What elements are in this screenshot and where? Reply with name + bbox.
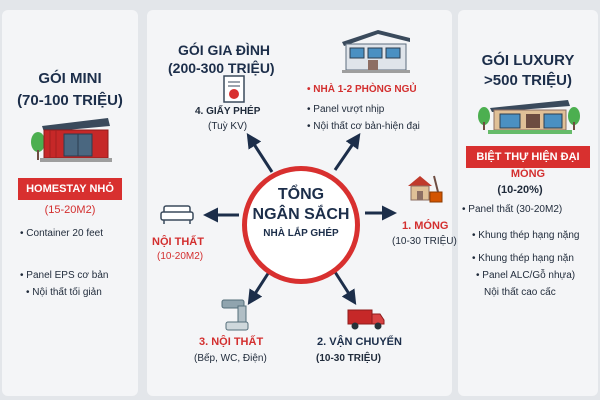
mini-item: • Container 20 feet	[20, 228, 103, 239]
foundation-tools-icon	[408, 175, 443, 203]
permit-sub: (Tuỳ KV)	[208, 121, 248, 132]
mini-package-panel	[2, 10, 138, 396]
truck-icon	[347, 309, 385, 330]
mini-item: • Nội thất tối giản	[26, 287, 102, 298]
luxury-item: Nội thất cao cấc	[484, 287, 556, 298]
luxury-item: • Panel ALC/Gỗ nhựa)	[476, 270, 576, 281]
mini-title: GÓI MINI	[38, 70, 102, 87]
arrow-house	[333, 133, 361, 171]
luxury-title: GÓI LUXURY	[481, 52, 575, 69]
mini-range: (70-100 TRIỆU)	[17, 92, 123, 109]
sofa-icon	[160, 205, 194, 224]
transport-sub: (10-30 TRIỆU)	[316, 353, 382, 364]
permit-document-icon	[223, 75, 245, 103]
luxury-item: • Khung thép hạng nặn	[472, 253, 574, 264]
foundation-label: 1. MÓNG	[402, 220, 449, 232]
arrow-permit	[246, 132, 274, 173]
villa-tag: BIỆT THỰ HIỆN ĐẠI	[466, 146, 590, 168]
villa-foundation: MÓNG	[510, 168, 546, 180]
luxury-package-panel	[458, 10, 598, 396]
family-house-icon	[342, 30, 410, 73]
family-range: (200-300 TRIỆU)	[168, 60, 275, 76]
luxury-item: • Panel thất (30-20M2)	[462, 204, 563, 215]
container-house-icon	[31, 118, 112, 162]
arrow-interior	[247, 271, 271, 306]
connector-arrows	[203, 132, 397, 306]
transport-label: 2. VẬN CHUYỂN	[317, 336, 402, 348]
luxury-range: >500 TRIỆU)	[484, 72, 572, 89]
foundation-sub: (10-30 TRIỆU)	[392, 236, 457, 247]
homestay-size: (15-20M2)	[44, 204, 96, 216]
homestay-tag: HOMESTAY NHỎ	[18, 178, 122, 200]
villa-foundation-share: (10-20%)	[497, 184, 543, 196]
luxury-item: • Khung thép hạng nặng	[472, 230, 580, 241]
family-house-item: • Nội thất cơ bản-hiện đại	[307, 121, 420, 132]
family-house-item: • Panel vượt nhịp	[307, 104, 385, 115]
center-line1: TỔNG	[277, 186, 325, 203]
budget-center-circle	[242, 166, 360, 284]
interior-label: 3. NỘI THẤT	[199, 336, 264, 348]
villa-icon	[478, 100, 580, 134]
center-line2: NGÂN SẮCH	[252, 206, 350, 223]
interior-left-label: NỘI THẤT	[152, 236, 204, 248]
faucet-icon	[221, 299, 249, 331]
family-house-tag: • NHÀ 1-2 PHÒNG NGỦ	[307, 84, 417, 95]
center-line3: NHÀ LẮP GHÉP	[263, 228, 339, 239]
interior-left-sub: (10-20M2)	[157, 251, 204, 262]
permit-label: 4. GIẤY PHÉP	[195, 106, 261, 117]
family-title: GÓI GIA ĐÌNH	[178, 42, 271, 58]
arrow-transport	[333, 271, 357, 306]
interior-sub: (Bếp, WC, Điện)	[194, 353, 267, 364]
mini-item: • Panel EPS cơ bản	[20, 270, 109, 281]
